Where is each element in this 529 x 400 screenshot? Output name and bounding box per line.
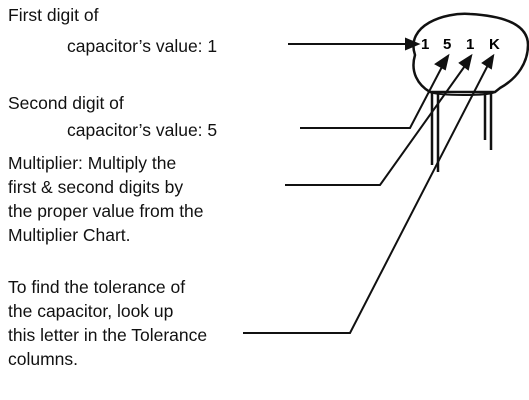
- second-digit-label-line-1: Second digit of: [8, 93, 124, 113]
- first-digit-label-line-2: capacitor’s value: 1: [67, 36, 218, 56]
- tolerance-leader: [243, 53, 495, 334]
- tolerance-label-line-3: this letter in the Tolerance: [8, 325, 208, 345]
- second-digit-leader: [300, 53, 450, 129]
- capacitor-code-letter: K: [489, 36, 500, 53]
- second-digit-label-line-2: capacitor’s value: 5: [67, 120, 218, 140]
- first-digit-label-line-1: First digit of: [8, 5, 99, 25]
- capacitor-leads: [430, 92, 493, 172]
- capacitor-code-digit-1: 1: [421, 36, 429, 53]
- multiplier-label-line-2: first & second digits by: [8, 177, 184, 197]
- first-digit-leader: [288, 37, 421, 51]
- multiplier-label-line-3: the proper value from the: [8, 201, 204, 221]
- capacitor-code-digit-3: 1: [466, 36, 474, 53]
- multiplier-label-line-1: Multiplier: Multiply the: [8, 153, 177, 173]
- multiplier-label-line-4: Multiplier Chart.: [8, 225, 131, 245]
- multiplier-leader: [285, 53, 473, 186]
- tolerance-label-line-4: columns.: [8, 349, 79, 369]
- tolerance-label-line-2: the capacitor, look up: [8, 301, 174, 321]
- capacitor-body: [412, 12, 529, 94]
- capacitor-code-digit-2: 5: [443, 36, 451, 53]
- tolerance-label-line-1: To find the tolerance of: [8, 277, 186, 297]
